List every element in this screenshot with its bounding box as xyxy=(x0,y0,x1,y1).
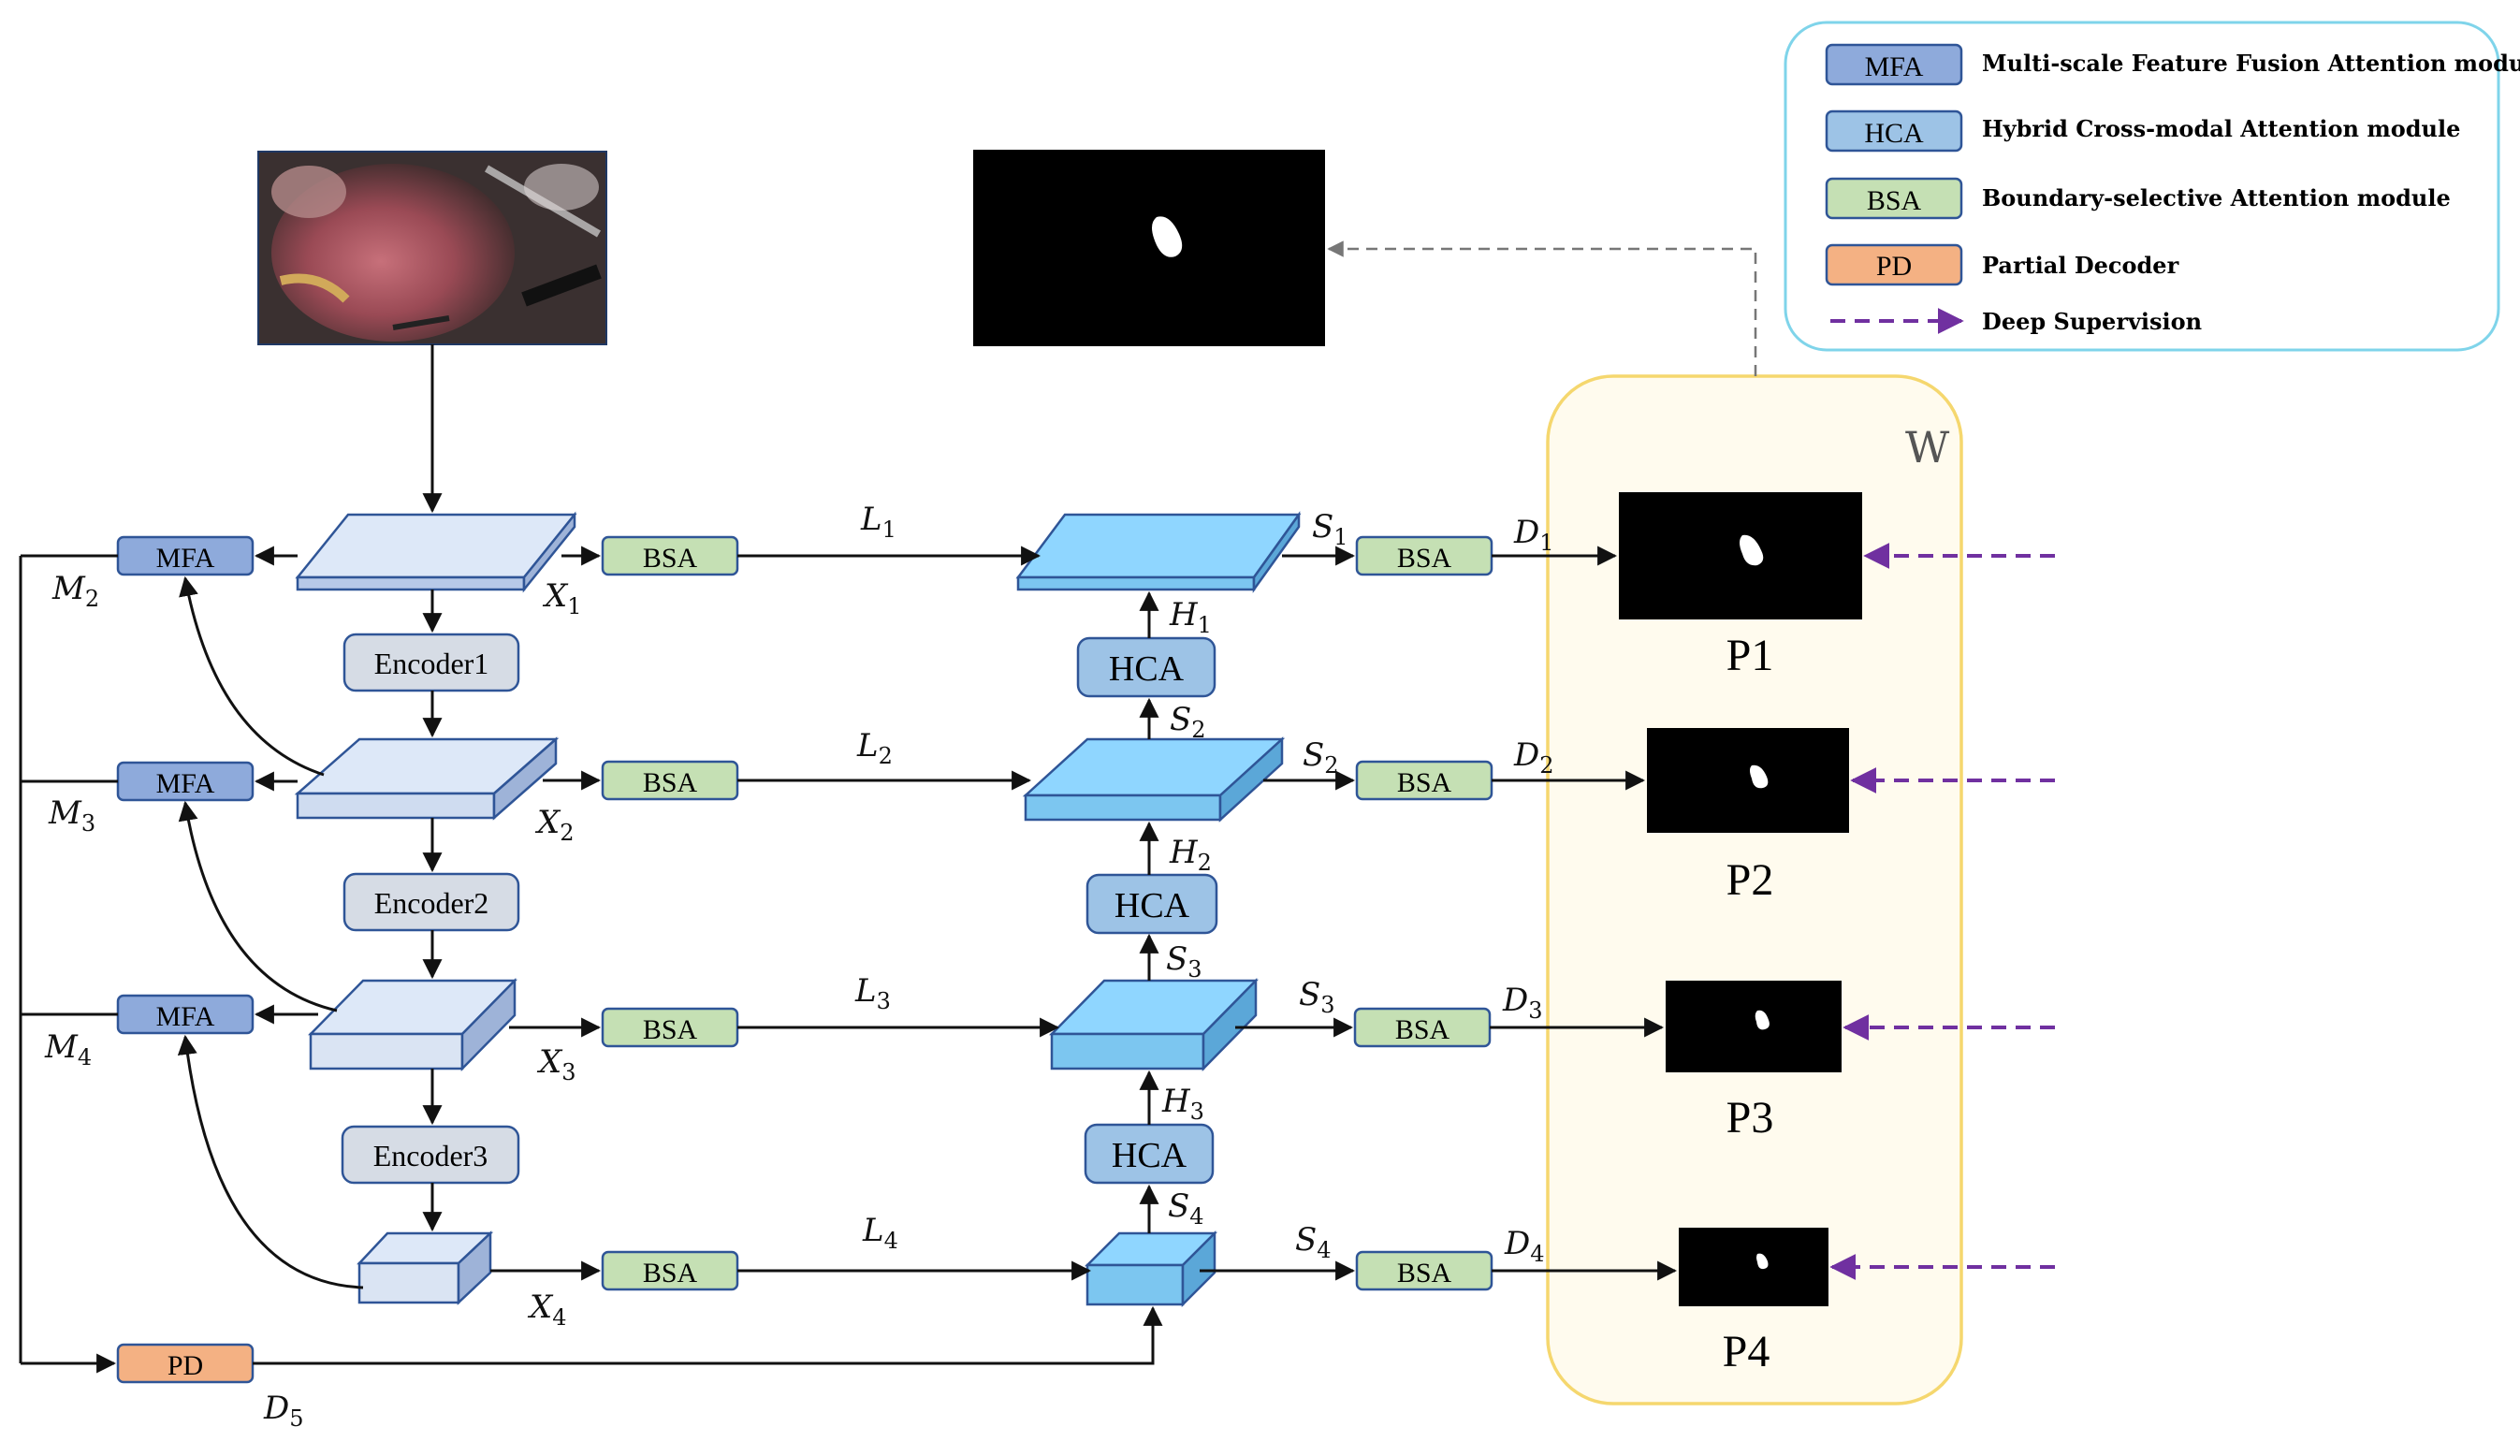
label-d4: D4 xyxy=(1504,1225,1545,1267)
label-x2: X2 xyxy=(534,804,575,846)
label-s4-mid: S4 xyxy=(1168,1187,1204,1230)
encoder2-block: Encoder2 xyxy=(342,872,520,932)
svg-text:BSA: BSA xyxy=(1397,767,1452,798)
legend-key-hca: HCA xyxy=(1864,118,1924,149)
mfa-block-3: MFA xyxy=(116,994,255,1035)
connections xyxy=(19,344,1678,1374)
label-d2: D2 xyxy=(1513,736,1554,779)
svg-text:BSA: BSA xyxy=(1395,1014,1450,1045)
hca-block-2: HCA xyxy=(1085,873,1218,935)
label-d3: D3 xyxy=(1502,982,1543,1024)
label-x4: X4 xyxy=(527,1289,567,1331)
mfa-block-2: MFA xyxy=(116,761,255,802)
label-m2: M2 xyxy=(51,570,99,612)
bsa-block-6: BSA xyxy=(1355,760,1493,801)
svg-text:HCA: HCA xyxy=(1114,886,1190,925)
legend-desc-deep-supervision: Deep Supervision xyxy=(1982,308,2202,335)
label-h2: H2 xyxy=(1169,834,1212,876)
legend-desc-bsa: Boundary-selective Attention module xyxy=(1982,184,2451,211)
output-mask-p1: P1 xyxy=(1619,492,1862,680)
bsa-block-7: BSA xyxy=(1353,1007,1492,1048)
label-l4: L4 xyxy=(862,1212,898,1254)
decoder-feature-s2 xyxy=(1022,736,1286,823)
label-s1-right: S1 xyxy=(1312,508,1348,550)
encoder-feature-x4 xyxy=(357,1230,494,1305)
label-h3: H3 xyxy=(1161,1083,1204,1125)
deep-supervision-arrows xyxy=(1829,543,2055,1280)
output-mask-p3: P3 xyxy=(1666,981,1842,1143)
legend-desc-pd: Partial Decoder xyxy=(1982,252,2179,279)
svg-text:P2: P2 xyxy=(1726,855,1774,905)
svg-text:BSA: BSA xyxy=(643,767,698,798)
svg-text:BSA: BSA xyxy=(643,1258,698,1289)
svg-text:P3: P3 xyxy=(1726,1093,1774,1143)
svg-text:MFA: MFA xyxy=(156,1001,215,1032)
svg-text:HCA: HCA xyxy=(1109,649,1185,689)
encoder3-block: Encoder3 xyxy=(341,1125,520,1185)
svg-text:P1: P1 xyxy=(1726,631,1774,680)
bsa-block-5: BSA xyxy=(1355,535,1493,576)
legend: MFA Multi-scale Feature Fusion Attention… xyxy=(1784,21,2520,352)
output-mask-p2: P2 xyxy=(1647,728,1849,905)
pd-block: PD xyxy=(116,1343,255,1384)
input-endoscopic-image xyxy=(257,151,607,345)
label-s4-right: S4 xyxy=(1295,1221,1332,1263)
variable-labels: M2 M3 M4 D5 X1 X2 X3 X4 L1 L2 L3 L4 S1 S… xyxy=(44,501,1554,1432)
hca-block-3: HCA xyxy=(1084,1123,1215,1185)
svg-text:BSA: BSA xyxy=(1397,1258,1452,1289)
output-mask-p4: P4 xyxy=(1679,1228,1828,1376)
encoder-feature-x1 xyxy=(295,511,577,593)
label-d5: D5 xyxy=(263,1390,304,1432)
ground-truth-mask xyxy=(973,150,1325,346)
encoder1-block: Encoder1 xyxy=(342,633,520,692)
svg-text:P4: P4 xyxy=(1723,1327,1770,1376)
encoder-feature-x2 xyxy=(294,736,560,821)
svg-text:Encoder1: Encoder1 xyxy=(374,647,489,680)
svg-text:Encoder3: Encoder3 xyxy=(373,1139,488,1172)
svg-text:BSA: BSA xyxy=(643,1014,698,1045)
bsa-block-2: BSA xyxy=(601,760,739,801)
label-l3: L3 xyxy=(854,972,891,1014)
svg-text:PD: PD xyxy=(168,1350,203,1381)
label-s2-mid: S2 xyxy=(1170,701,1206,743)
label-x1: X1 xyxy=(542,577,582,619)
label-d1: D1 xyxy=(1513,514,1554,556)
mfa-block-1: MFA xyxy=(116,535,255,576)
svg-text:BSA: BSA xyxy=(643,543,698,574)
legend-key-bsa: BSA xyxy=(1867,185,1922,216)
legend-key-mfa: MFA xyxy=(1865,51,1924,82)
label-s3-mid: S3 xyxy=(1166,940,1202,983)
label-l2: L2 xyxy=(856,727,893,769)
decoder-feature-s3 xyxy=(1049,977,1259,1072)
bsa-block-8: BSA xyxy=(1355,1250,1493,1291)
label-m4: M4 xyxy=(44,1028,92,1070)
ground-truth-arrow xyxy=(1327,240,1757,376)
svg-text:Encoder2: Encoder2 xyxy=(374,886,489,920)
label-x3: X3 xyxy=(536,1043,576,1085)
bsa-block-4: BSA xyxy=(601,1250,739,1291)
svg-text:MFA: MFA xyxy=(156,768,215,799)
decoder-feature-s1 xyxy=(1015,511,1302,593)
decoder-feature-s4 xyxy=(1084,1230,1218,1308)
legend-desc-mfa: Multi-scale Feature Fusion Attention mod… xyxy=(1982,50,2520,77)
svg-text:MFA: MFA xyxy=(156,543,215,574)
svg-text:BSA: BSA xyxy=(1397,543,1452,574)
legend-key-pd: PD xyxy=(1876,251,1912,282)
hca-block-1: HCA xyxy=(1076,636,1216,698)
bsa-block-1: BSA xyxy=(601,535,739,576)
label-l1: L1 xyxy=(860,501,896,543)
label-s3-right: S3 xyxy=(1299,976,1335,1018)
bsa-block-3: BSA xyxy=(601,1007,739,1048)
encoder-feature-x3 xyxy=(308,977,517,1072)
label-s2-right: S2 xyxy=(1303,736,1339,779)
label-h1: H1 xyxy=(1169,596,1212,638)
label-m3: M3 xyxy=(48,794,95,837)
svg-text:HCA: HCA xyxy=(1112,1136,1187,1175)
w-panel-label: W xyxy=(1905,422,1950,473)
legend-desc-hca: Hybrid Cross-modal Attention module xyxy=(1982,115,2460,142)
